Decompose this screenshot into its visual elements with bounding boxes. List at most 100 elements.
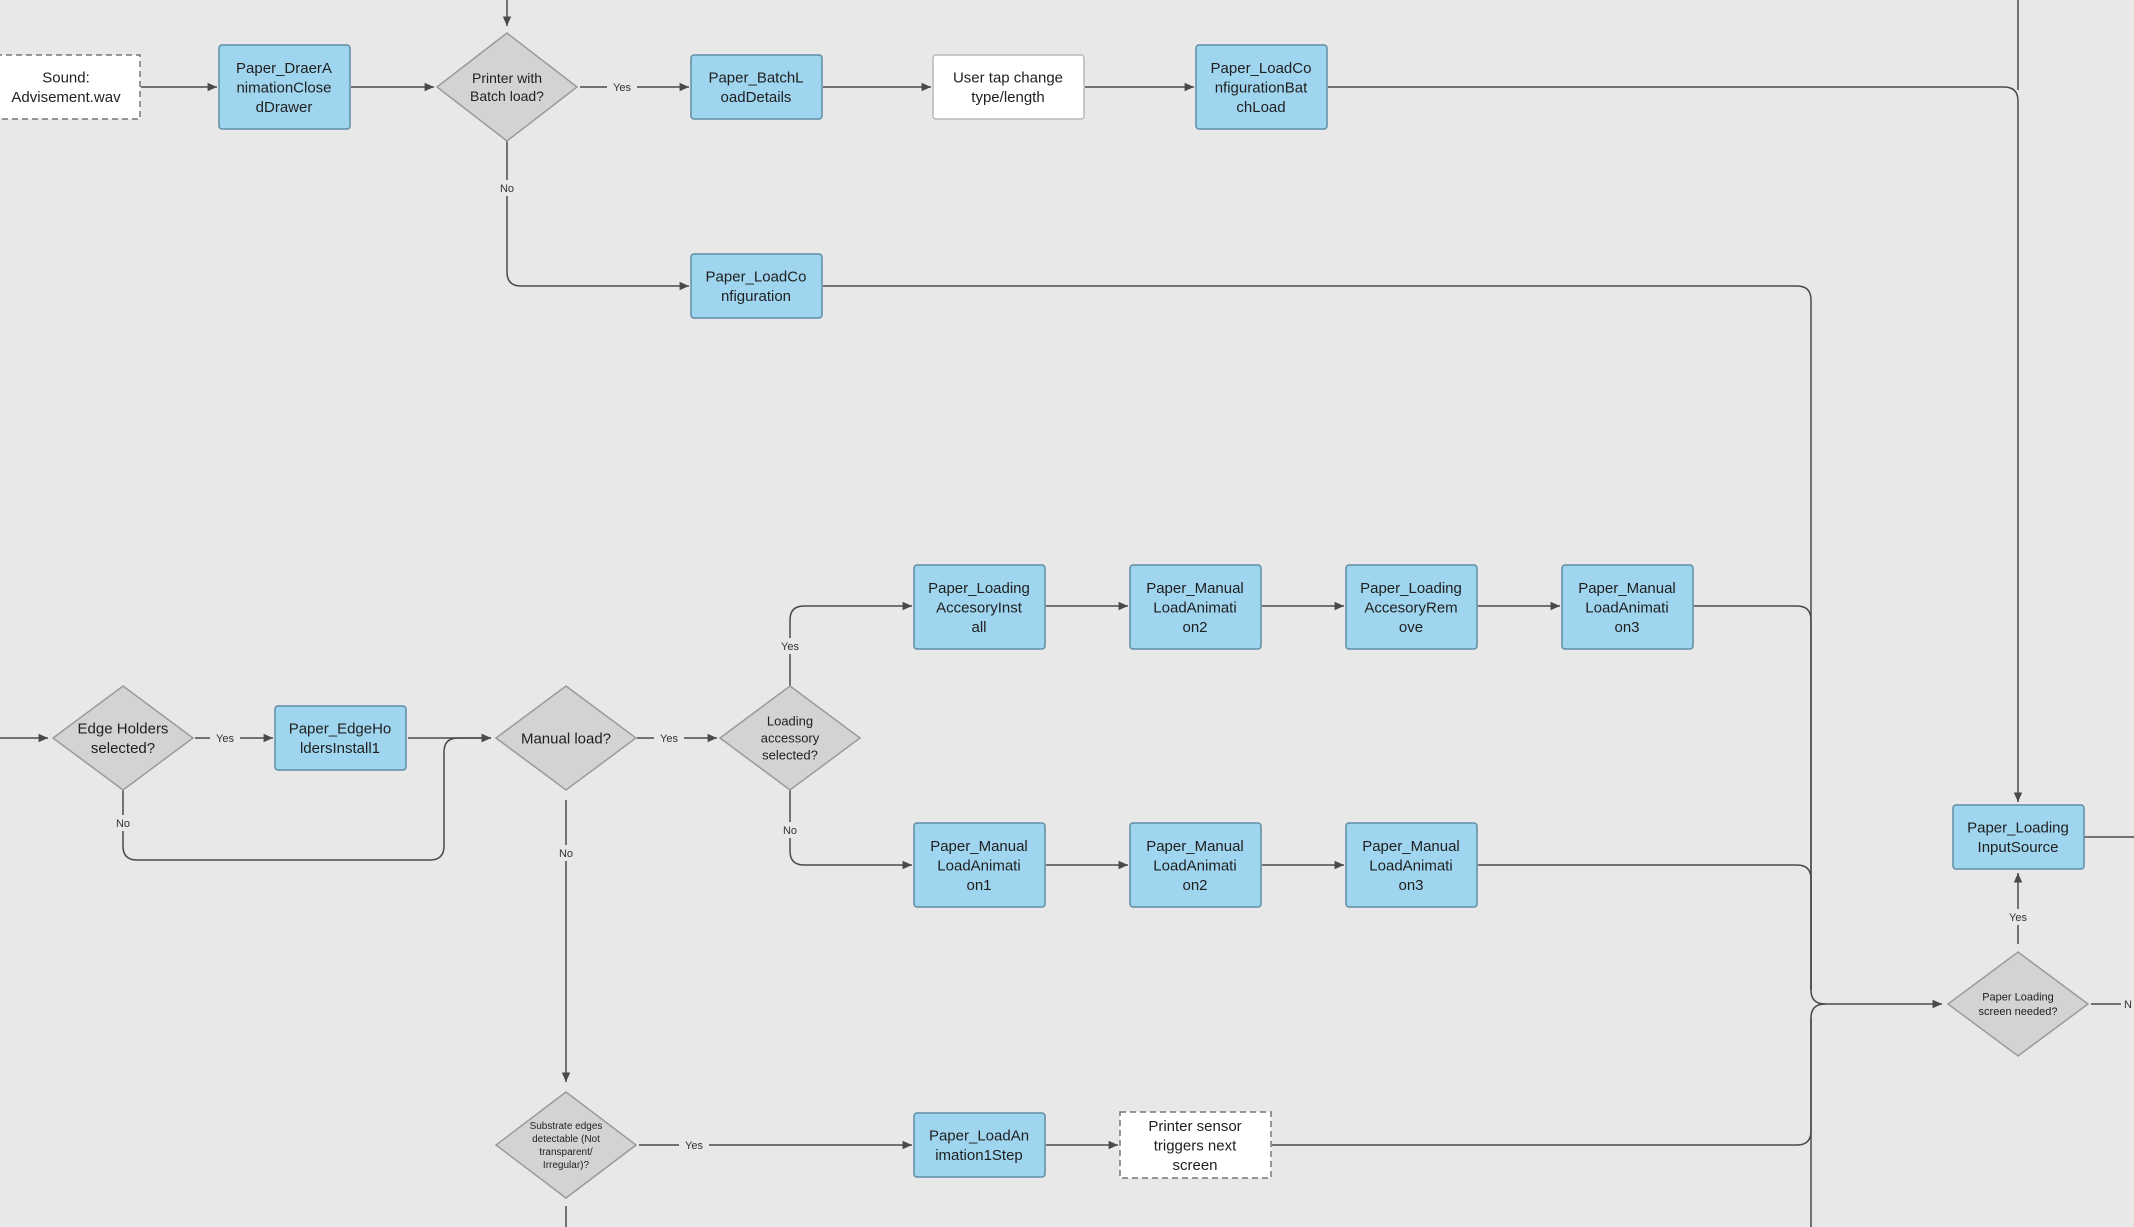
edge-labels: Yes No Yes No Yes No Yes No Yes N Yes (111, 79, 2134, 1153)
node-manual-question[interactable] (494, 685, 638, 791)
node-sound[interactable] (0, 54, 141, 120)
node-label-edgeinstall: Paper_EdgeHo ldersInstall1 (289, 721, 392, 758)
node-label-line: Paper_BatchL (708, 70, 803, 87)
node-label-cfgbatch: Paper_LoadCo nfigurationBat chLoad (1211, 60, 1312, 116)
node-accessory-remove[interactable] (1345, 564, 1478, 650)
node-label-line: screen needed? (1979, 1006, 2058, 1018)
node-label-line: Sound: (42, 70, 90, 87)
node-label-line: LoadAnimati (1369, 857, 1452, 874)
node-label-line: Paper_Loading (928, 580, 1030, 597)
label-screen-no: N (2124, 999, 2132, 1011)
node-label-line: nfigurationBat (1215, 79, 1308, 96)
node-manual-2a[interactable] (1129, 564, 1262, 650)
node-label-line: chLoad (1236, 99, 1285, 116)
node-label-line: ldersInstall1 (300, 740, 380, 757)
node-label-line: type/length (971, 89, 1044, 106)
node-label-line: AccesoryRem (1364, 599, 1457, 616)
edge-sensor-to-merge (1272, 1003, 1826, 1146)
node-label-line: InputSource (1978, 839, 2059, 856)
node-printer-sensor[interactable] (1119, 1111, 1272, 1179)
node-label-line: LoadAnimati (1153, 599, 1236, 616)
node-batch-details[interactable] (690, 54, 823, 120)
node-label-line: AccesoryInst (936, 599, 1023, 616)
label-batch-no: No (500, 183, 514, 195)
node-label-line: triggers next (1154, 1137, 1237, 1154)
label-acc-yes: Yes (781, 641, 799, 653)
node-label-line: Edge Holders (78, 721, 169, 738)
node-manual-1b[interactable] (913, 822, 1046, 908)
node-label-line: dDrawer (256, 99, 313, 116)
node-substrate-question[interactable] (494, 1091, 638, 1199)
node-edge-question[interactable] (51, 685, 195, 791)
node-label-line: ove (1399, 619, 1423, 636)
node-edge-install[interactable] (274, 705, 407, 771)
node-label-drawer: Paper_DraerA nimationClose dDrawer (236, 60, 332, 116)
node-load-config[interactable] (690, 253, 823, 319)
node-batch-question[interactable] (435, 32, 579, 142)
node-label-line: Paper_Manual (1146, 580, 1244, 597)
node-label-line: Loading (767, 714, 813, 729)
node-label-line: accessory (761, 731, 820, 746)
node-label-line: on2 (1182, 877, 1207, 894)
node-label-line: Paper_LoadCo (706, 269, 807, 286)
node-label-line: Paper_LoadCo (1211, 60, 1312, 77)
edge-manual3a-to-merge (1694, 605, 1812, 990)
label-substrate-yes: Yes (685, 1140, 703, 1152)
node-label-line: Paper_DraerA (236, 60, 332, 77)
node-label-line: on1 (966, 877, 991, 894)
node-texts: Sound: Advisement.wav Paper_DraerA nimation… (11, 60, 2068, 1174)
node-label-line: nimationClose (236, 79, 331, 96)
label-screen-yes: Yes (2009, 912, 2027, 924)
node-label-manualq: Manual load? (521, 730, 611, 747)
node-label-line: LoadAnimati (1153, 857, 1236, 874)
node-label-line: Substrate edges (530, 1121, 603, 1132)
node-screen-question[interactable] (1946, 951, 2090, 1057)
node-accessory-install[interactable] (913, 564, 1046, 650)
label-manual-yes: Yes (660, 733, 678, 745)
edge-batch-no (506, 140, 689, 291)
edge-edge-no (122, 733, 491, 861)
edge-manual3b-to-merge (1478, 864, 1812, 990)
node-label-line: Paper_Manual (1362, 838, 1460, 855)
node-label-line: transparent/ (539, 1147, 593, 1158)
node-label-line: on3 (1614, 619, 1639, 636)
flow-nodes (0, 32, 2090, 1199)
node-label-line: all (971, 619, 986, 636)
node-label-line: Paper_Loading (1360, 580, 1462, 597)
node-label-line: oadDetails (721, 89, 792, 106)
node-label-line: Advisement.wav (11, 89, 121, 106)
node-label-line: LoadAnimati (937, 857, 1020, 874)
node-manual-3b[interactable] (1345, 822, 1478, 908)
node-label-line: Paper_Manual (1146, 838, 1244, 855)
node-label-line: LoadAnimati (1585, 599, 1668, 616)
edge-acc-yes (789, 601, 912, 686)
node-label-line: Paper_Loading (1967, 820, 2069, 837)
node-label-line: Paper_EdgeHo (289, 721, 392, 738)
node-label-batchdetails: Paper_BatchL oadDetails (708, 70, 803, 107)
label-acc-no: No (783, 825, 797, 837)
node-anim-1step[interactable] (913, 1112, 1046, 1178)
node-manual-2b[interactable] (1129, 822, 1262, 908)
node-config-batch[interactable] (1195, 44, 1328, 130)
node-label-line: on3 (1398, 877, 1423, 894)
node-label-line: nfiguration (721, 288, 791, 305)
node-label-line: Batch load? (470, 88, 544, 104)
node-label-line: imation1Step (935, 1147, 1023, 1164)
node-user-tap[interactable] (932, 54, 1085, 120)
node-drawer[interactable] (218, 44, 351, 130)
node-label-line: Printer sensor (1148, 1118, 1241, 1135)
node-input-source[interactable] (1952, 804, 2085, 870)
node-accessory-question[interactable] (718, 685, 862, 791)
node-manual-3a[interactable] (1561, 564, 1694, 650)
node-label-line: Paper_Manual (930, 838, 1028, 855)
